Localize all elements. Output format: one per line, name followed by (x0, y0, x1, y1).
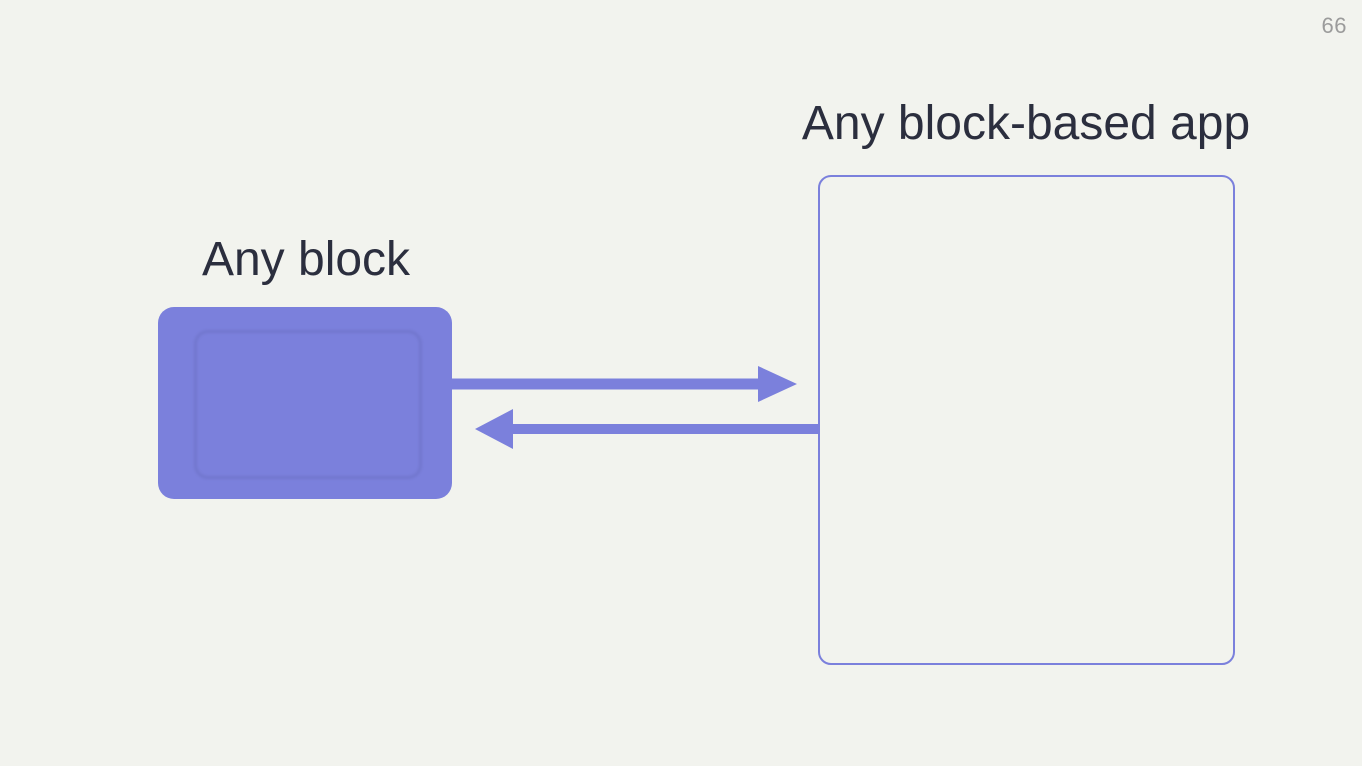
arrow-right-icon (450, 366, 797, 402)
any-block-shape (158, 307, 452, 499)
arrow-left-icon (475, 409, 818, 449)
page-number: 66 (1321, 13, 1347, 38)
app-container-title: Any block-based app (801, 97, 1251, 150)
app-container-outline (818, 175, 1235, 665)
block-title: Any block (201, 233, 411, 286)
inner-block-outline (194, 330, 422, 479)
